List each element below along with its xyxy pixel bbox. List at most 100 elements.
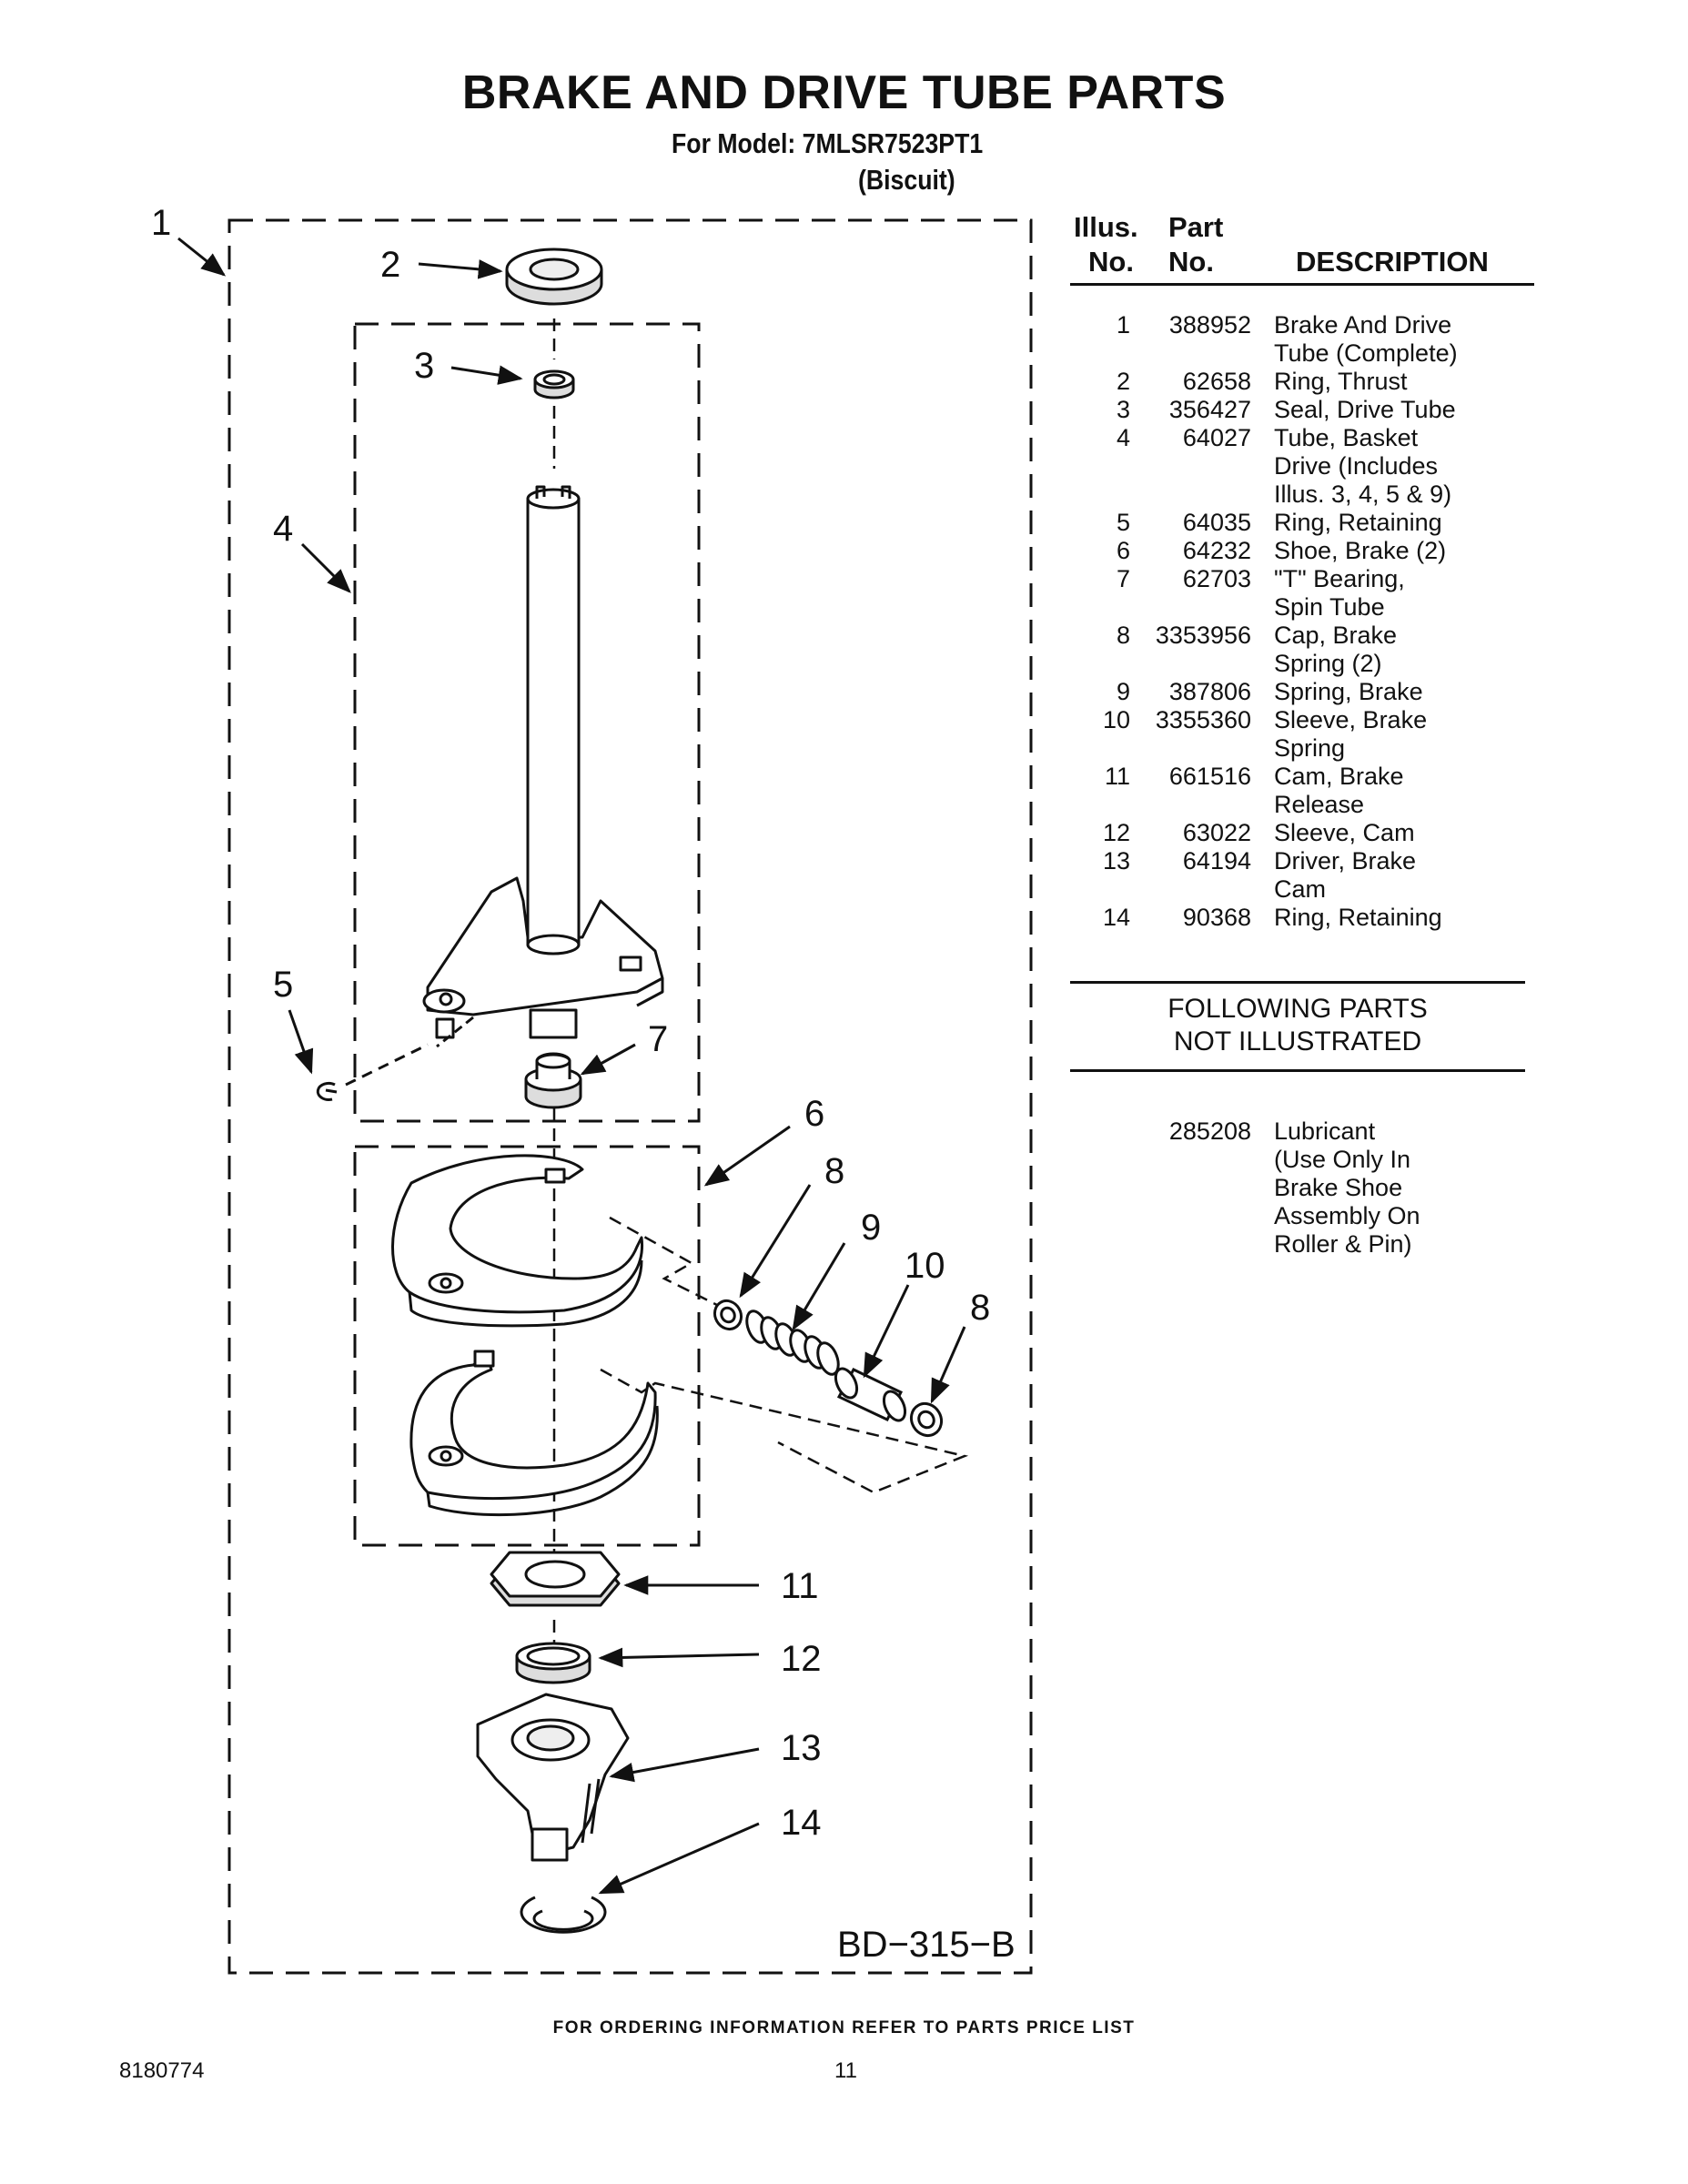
brake-spring-sleeve-part	[834, 1367, 907, 1422]
table-row: Spring	[1070, 734, 1534, 763]
thrust-ring-part	[505, 248, 603, 306]
part-description: Spring, Brake	[1274, 678, 1423, 705]
col-part-header-1: Part	[1168, 211, 1224, 243]
part-description: Drive (Includes	[1274, 452, 1439, 480]
table-row: Release	[1070, 791, 1534, 819]
table-row: Brake Shoe	[1070, 1174, 1534, 1202]
part-number: 62703	[1182, 565, 1251, 592]
part-description: Cap, Brake	[1274, 622, 1398, 649]
illus-number: 1	[1116, 311, 1130, 339]
diagram-code: BD−315−B	[837, 1925, 1016, 1965]
part-description: Cam	[1274, 875, 1327, 903]
part-description: (Use Only In	[1274, 1146, 1411, 1173]
part-number	[1130, 1202, 1251, 1230]
illus-number: 2	[1116, 368, 1130, 395]
part-description: Release	[1274, 791, 1365, 818]
part-number: 661516	[1168, 763, 1251, 790]
part-number	[1130, 734, 1251, 763]
illus-number: 6	[1116, 537, 1130, 564]
illus-number	[1070, 1202, 1130, 1230]
part-description: Spring	[1274, 734, 1346, 762]
part-number: 285208	[1168, 1117, 1251, 1145]
illus-number	[1070, 791, 1130, 819]
basket-drive-tube-part	[422, 485, 664, 1048]
table-row: Spring (2)	[1070, 650, 1534, 678]
part-description: Tube (Complete)	[1274, 339, 1458, 367]
header-rule	[1070, 283, 1534, 286]
part-description: Illus. 3, 4, 5 & 9)	[1274, 480, 1452, 508]
table-row: Cam	[1070, 875, 1534, 904]
part-number: 64232	[1182, 537, 1251, 564]
illus-number: 9	[1116, 678, 1130, 705]
callout-2: 2	[380, 245, 400, 285]
page-number: 11	[834, 2058, 857, 2083]
part-description: Lubricant	[1274, 1117, 1376, 1145]
part-description: Assembly On	[1274, 1202, 1420, 1229]
col-illus-header-1: Illus.	[1074, 211, 1138, 243]
illus-number	[1070, 1146, 1130, 1174]
illus-number: 11	[1104, 763, 1130, 790]
callout-10: 10	[905, 1246, 945, 1286]
illus-number: 3	[1116, 396, 1130, 423]
table-row: 285208 Lubricant	[1070, 1117, 1534, 1146]
part-description: Cam, Brake	[1274, 763, 1404, 790]
col-part-header-2: No.	[1168, 246, 1214, 278]
part-description: Ring, Retaining	[1274, 509, 1442, 536]
document-number: 8180774	[119, 2058, 205, 2083]
illus-number	[1070, 1174, 1130, 1202]
brake-spring-cap-part-b	[909, 1401, 944, 1438]
part-description: Tube, Basket	[1274, 424, 1419, 451]
not-illustrated-heading-2: NOT ILLUSTRATED	[1173, 1026, 1422, 1057]
callout-5: 5	[273, 965, 293, 1005]
part-description: Sleeve, Cam	[1274, 819, 1415, 846]
illus-number	[1070, 480, 1130, 509]
retaining-ring-part	[316, 1043, 429, 1101]
drive-tube-seal-part	[533, 369, 575, 399]
part-number	[1130, 480, 1251, 509]
callout-4: 4	[273, 509, 293, 549]
part-description: Sleeve, Brake	[1274, 706, 1428, 733]
table-row: 11 661516 Cam, Brake	[1070, 763, 1534, 791]
callout-11: 11	[781, 1566, 819, 1606]
illus-number	[1070, 734, 1130, 763]
illus-number	[1070, 650, 1130, 678]
page-title: BRAKE AND DRIVE TUBE PARTS	[461, 66, 1227, 119]
part-number	[1130, 650, 1251, 678]
part-description: Ring, Thrust	[1274, 368, 1408, 395]
t-bearing-part	[524, 1052, 582, 1109]
part-description: Ring, Retaining	[1274, 904, 1442, 931]
callout-14: 14	[781, 1803, 822, 1843]
not-illustrated-heading-1: FOLLOWING PARTS	[1167, 994, 1428, 1024]
part-number: 387806	[1168, 678, 1251, 705]
bottom-retaining-ring-part	[520, 1896, 607, 1934]
table-row: Spin Tube	[1070, 593, 1534, 622]
part-description: Spin Tube	[1274, 593, 1385, 621]
illus-number: 12	[1102, 819, 1130, 846]
table-row: (Use Only In	[1070, 1146, 1534, 1174]
callout-3: 3	[414, 346, 434, 386]
illus-number	[1070, 875, 1130, 904]
callout-6: 6	[804, 1094, 824, 1134]
illus-number	[1070, 452, 1130, 480]
brake-shoe-upper-part	[391, 1154, 644, 1328]
illus-number	[1070, 1117, 1130, 1146]
illus-number: 8	[1116, 622, 1130, 649]
callout-8a: 8	[824, 1151, 844, 1191]
illus-number: 13	[1102, 847, 1130, 875]
part-number: 356427	[1168, 396, 1251, 423]
illus-number	[1070, 1230, 1130, 1259]
part-number	[1130, 593, 1251, 622]
part-number	[1130, 452, 1251, 480]
part-description: Driver, Brake	[1274, 847, 1417, 875]
brake-spring-cap-part-a	[713, 1299, 743, 1331]
brake-spring-part	[745, 1309, 840, 1376]
part-description: Roller & Pin)	[1274, 1230, 1412, 1258]
